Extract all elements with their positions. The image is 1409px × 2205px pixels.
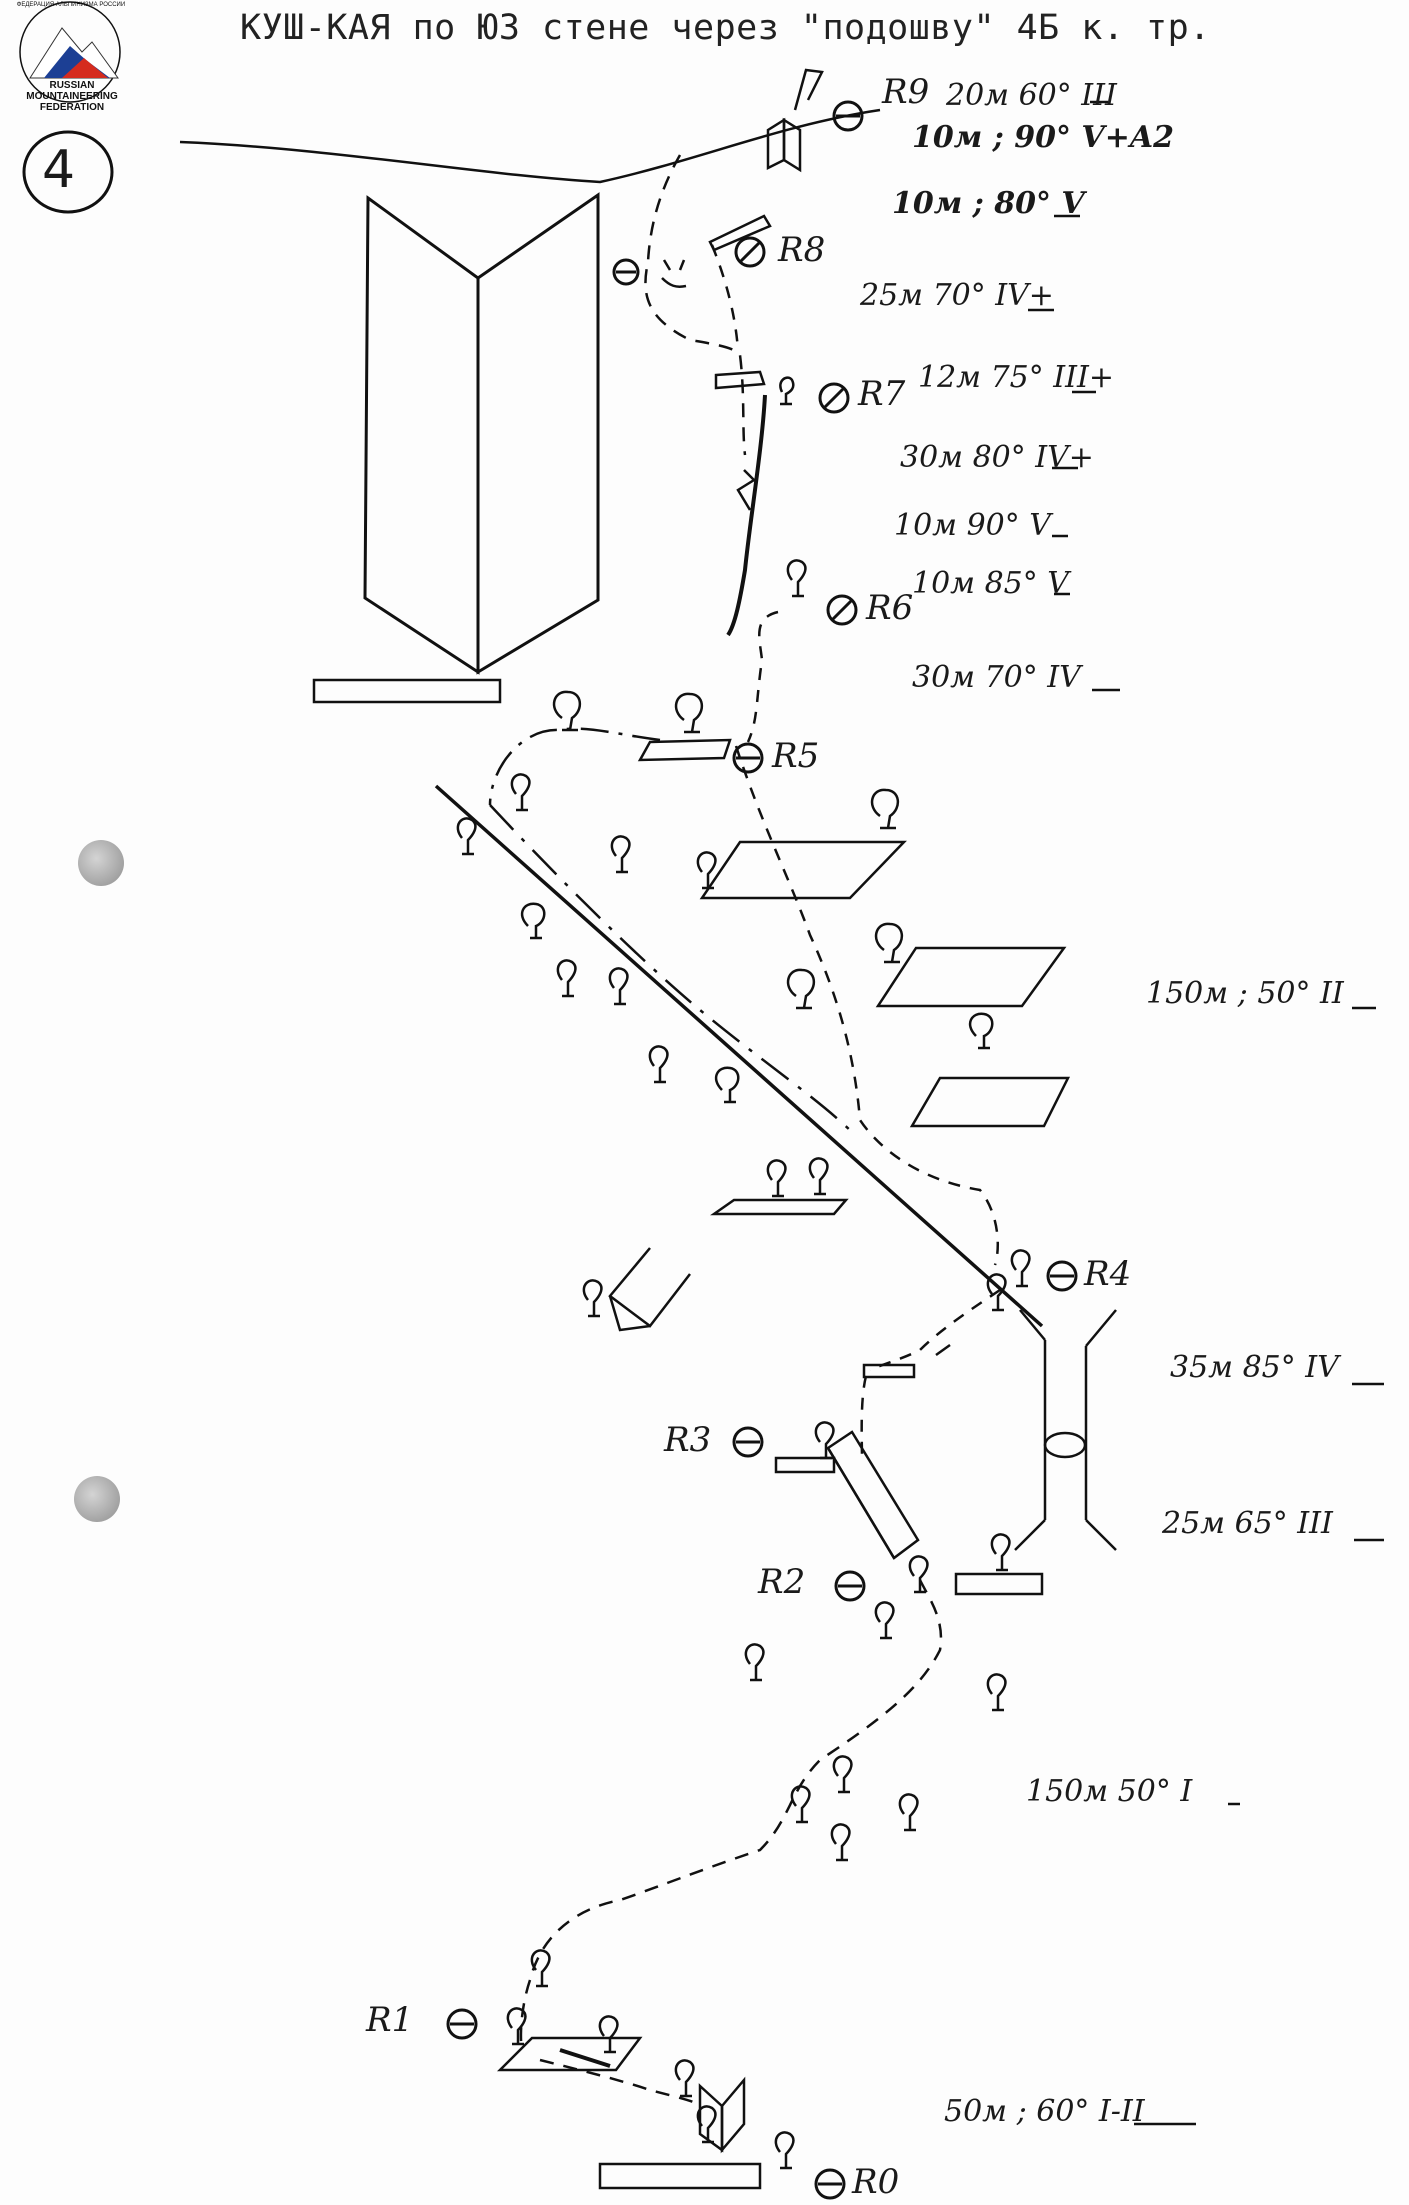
route-upper <box>644 154 747 456</box>
corner-r3 <box>774 1363 920 1560</box>
label-r6: R6 <box>866 588 914 628</box>
belay-r2 <box>834 1570 866 1602</box>
ledge-trees <box>710 1198 849 1216</box>
slab-3 <box>909 1076 1071 1128</box>
belay-r4 <box>1046 1260 1078 1292</box>
pitch-9: 30м 70° IV <box>912 660 1081 695</box>
belay-r9 <box>832 100 864 132</box>
logo-arc-text: ФЕДЕРАЦИЯ АЛЬПИНИЗМА РОССИИ <box>16 2 126 8</box>
route-base <box>539 2058 701 2107</box>
route-r5-loop <box>488 727 661 806</box>
route-r3-down <box>860 1375 868 1461</box>
route-r6-r5 <box>746 610 779 743</box>
pitch-1: 20м 60° III <box>946 78 1117 113</box>
page-number-circle <box>22 130 114 214</box>
slab-1 <box>699 840 907 900</box>
pitch-7: 10м 90° V <box>894 508 1051 543</box>
crack-zigzag <box>736 469 756 511</box>
logo-caption: RUSSIAN MOUNTAINEERING FEDERATION <box>14 80 130 113</box>
label-r3: R3 <box>664 1420 712 1460</box>
label-r7: R7 <box>858 374 906 414</box>
pitch-14: 50м ; 60° I-II <box>944 2094 1145 2129</box>
page-number: 4 <box>42 140 76 200</box>
ledge-r8 <box>708 214 772 252</box>
ledge-r5 <box>637 738 732 762</box>
slab-2 <box>875 946 1067 1008</box>
punch-hole-upper <box>78 840 124 886</box>
label-r4: R4 <box>1084 1254 1132 1294</box>
top-dihedral <box>766 117 802 173</box>
logo-line-1: RUSSIAN <box>49 80 95 91</box>
route-dashdot-descent <box>489 804 856 1136</box>
belay-r5 <box>732 742 764 774</box>
pitch-12: 25м 65° III <box>1162 1506 1333 1541</box>
route-solid-crack <box>726 394 767 637</box>
ridge-line <box>179 108 881 184</box>
belay-r1 <box>446 2008 478 2040</box>
pitch-11: 35м 85° IV <box>1170 1350 1339 1385</box>
route-r8-r7 <box>710 244 740 351</box>
label-r8: R8 <box>778 230 826 270</box>
label-r5: R5 <box>772 736 820 776</box>
pitch-4: 25м 70° IV+ <box>860 278 1054 313</box>
label-r0: R0 <box>852 2162 900 2202</box>
rock-buttress <box>363 192 600 675</box>
belay-r8 <box>734 236 766 268</box>
label-r2: R2 <box>758 1562 806 1602</box>
belay-r3 <box>732 1426 764 1458</box>
pitch-6: 30м 80° IV+ <box>900 440 1094 475</box>
ledge-r7 <box>714 370 766 390</box>
page-title: КУШ-КАЯ по ЮЗ стене через "подошву" 4Б к… <box>240 8 1211 48</box>
pitch-8: 10м 85° V <box>912 566 1069 601</box>
pitch-2: 10м ; 90° V+A2 <box>912 120 1174 155</box>
pitch-13: 150м 50° I <box>1026 1774 1193 1809</box>
diagonal-ridge <box>434 784 1044 1328</box>
slab-r1 <box>496 2036 643 2072</box>
logo-line-2: MOUNTAINEERING <box>26 91 118 102</box>
terrace-ledge-upper <box>312 678 502 704</box>
belay-r0 <box>814 2168 846 2200</box>
belay-midleft <box>612 258 640 286</box>
route-lower <box>519 1579 943 2051</box>
label-r9: R9 <box>882 72 930 112</box>
chimney-right <box>954 1309 1117 1596</box>
piton-r8 <box>661 259 687 288</box>
belay-r7 <box>818 382 850 414</box>
dihedral-left <box>608 1247 691 1332</box>
ledge-base <box>598 2162 762 2190</box>
punch-hole-lower <box>74 1476 120 1522</box>
trees <box>456 376 1031 2170</box>
pitch-3: 10м ; 80° V <box>892 186 1085 221</box>
dihedral-base <box>698 2076 746 2154</box>
pitch-5: 12м 75° III+ <box>918 360 1114 395</box>
belay-r6 <box>826 594 858 626</box>
route-r4-r3 <box>869 1288 1001 1372</box>
top-flag <box>793 68 824 111</box>
label-r1: R1 <box>366 2000 414 2040</box>
pitch-10: 150м ; 50° II <box>1146 976 1344 1011</box>
logo-line-3: FEDERATION <box>39 102 105 113</box>
